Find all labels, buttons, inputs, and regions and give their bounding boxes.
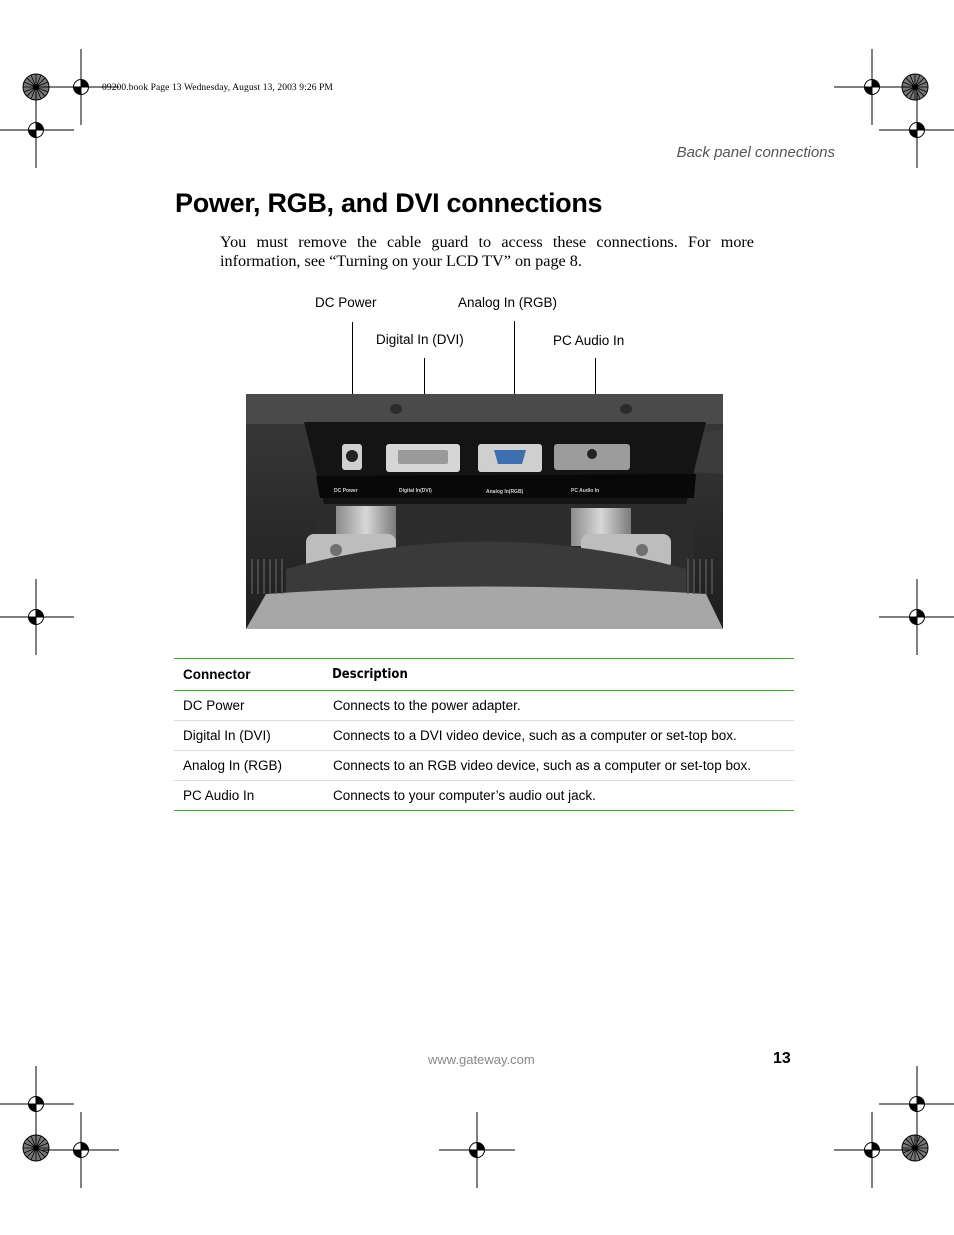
- cell-connector: Analog In (RGB): [183, 758, 283, 773]
- page-number: 13: [773, 1050, 791, 1067]
- photo-label-analog-in: Analog In(RGB): [486, 489, 524, 495]
- page-title: Power, RGB, and DVI connections: [175, 188, 603, 218]
- leader-line-dc-power: [352, 322, 354, 462]
- leader-line-analog-in: [514, 321, 516, 448]
- cell-description: Connects to your computer’s audio out ja…: [333, 788, 596, 803]
- table-row: DC Power Connects to the power adapter.: [174, 691, 794, 721]
- table-header-row: Connector Description: [174, 658, 794, 691]
- header-description: Description: [332, 667, 408, 682]
- cell-description: Connects to a DVI video device, such as …: [333, 728, 737, 743]
- callout-digital-in: Digital In (DVI): [376, 332, 464, 347]
- cell-connector: PC Audio In: [183, 788, 255, 803]
- cell-connector: DC Power: [183, 698, 245, 713]
- photo-label-digital-in: Digital In(DVI): [399, 488, 432, 494]
- cell-description: Connects to the power adapter.: [333, 698, 521, 713]
- cell-description: Connects to an RGB video device, such as…: [333, 758, 751, 773]
- photo-label-pc-audio: PC Audio In: [571, 488, 599, 494]
- callout-analog-in: Analog In (RGB): [458, 295, 558, 310]
- callout-dc-power: DC Power: [315, 295, 377, 310]
- print-meta: 09200.book Page 13 Wednesday, August 13,…: [102, 83, 333, 93]
- running-header: Back panel connections: [676, 144, 835, 161]
- intro-paragraph: You must remove the cable guard to acces…: [220, 233, 754, 270]
- cell-connector: Digital In (DVI): [183, 728, 271, 743]
- connector-table: Connector Description DC Power Connects …: [174, 658, 794, 811]
- header-connector: Connector: [183, 667, 251, 682]
- table-row: Analog In (RGB) Connects to an RGB video…: [174, 751, 794, 781]
- callout-pc-audio: PC Audio In: [553, 333, 625, 348]
- footer-url: www.gateway.com: [428, 1052, 535, 1067]
- back-panel-photo: DC Power Digital In(DVI) Analog In(RGB) …: [246, 394, 723, 629]
- photo-label-dc-power: DC Power: [334, 488, 358, 494]
- table-row: PC Audio In Connects to your computer’s …: [174, 781, 794, 811]
- table-row: Digital In (DVI) Connects to a DVI video…: [174, 721, 794, 751]
